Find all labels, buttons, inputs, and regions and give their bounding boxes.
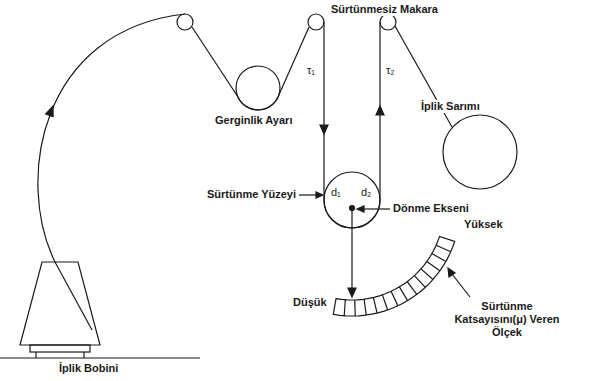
yarn-arrow — [46, 106, 53, 117]
scale-tick — [344, 300, 345, 316]
yarn-path — [192, 27, 309, 110]
leader-line — [299, 194, 318, 195]
scale-tick — [427, 262, 440, 271]
bobbin-stand — [30, 345, 90, 352]
pulley — [177, 14, 193, 30]
leader-line — [452, 274, 470, 297]
bobbin-cone — [20, 262, 100, 345]
part-name: Sürtünmesiz Makara — [330, 3, 439, 16]
stand-leg — [35, 352, 36, 358]
scale-tick — [432, 254, 446, 262]
scale-tick — [436, 245, 451, 251]
part-name: Dönme Ekseni — [392, 202, 470, 215]
part-name: İplik Bobini — [58, 362, 119, 375]
yarn-arrow — [376, 106, 384, 115]
pulley — [308, 14, 324, 30]
scale-end-label: Yüksek — [463, 218, 504, 231]
angle-symbol: d₂ — [360, 186, 372, 199]
pointer — [351, 210, 352, 289]
yarn-path — [38, 14, 185, 262]
scale-tick — [391, 291, 398, 305]
part-name: Gerginlik Ayarı — [214, 114, 293, 127]
scale-tick — [399, 287, 407, 301]
scale-tick — [354, 300, 356, 316]
scale-tick — [421, 269, 433, 280]
pivot-point — [350, 206, 355, 211]
scale-tick — [407, 282, 417, 295]
tension-symbol: τ₁ — [306, 64, 316, 77]
part-name: Sürtünme Yüzeyi — [206, 188, 297, 201]
pulley — [380, 14, 396, 30]
scale-end-label: Düşük — [292, 296, 328, 309]
part-name: İplik Sarımı — [420, 100, 481, 113]
scale-outline — [333, 236, 454, 316]
angle-symbol: d₁ — [330, 186, 342, 199]
ground-line — [0, 357, 200, 358]
leader-head — [357, 206, 364, 212]
tension-symbol: τ₂ — [385, 64, 396, 77]
scale-tick — [382, 295, 387, 310]
yarn-arrow — [320, 125, 328, 134]
yarn-on-bobbin — [55, 262, 92, 330]
scale-tick — [373, 297, 377, 313]
scale-tick — [414, 276, 425, 288]
yarn-path — [324, 22, 380, 228]
leader-line — [362, 208, 390, 209]
take-up-spool — [443, 115, 517, 189]
pointer-head — [348, 288, 356, 297]
stand-leg — [83, 352, 84, 358]
leader-head — [316, 192, 323, 198]
leader-head — [448, 268, 455, 277]
scale-tick — [364, 299, 366, 315]
scale-band — [333, 236, 454, 316]
part-name: Sürtünme Katsayısını(μ) Veren Ölçek — [448, 300, 566, 340]
